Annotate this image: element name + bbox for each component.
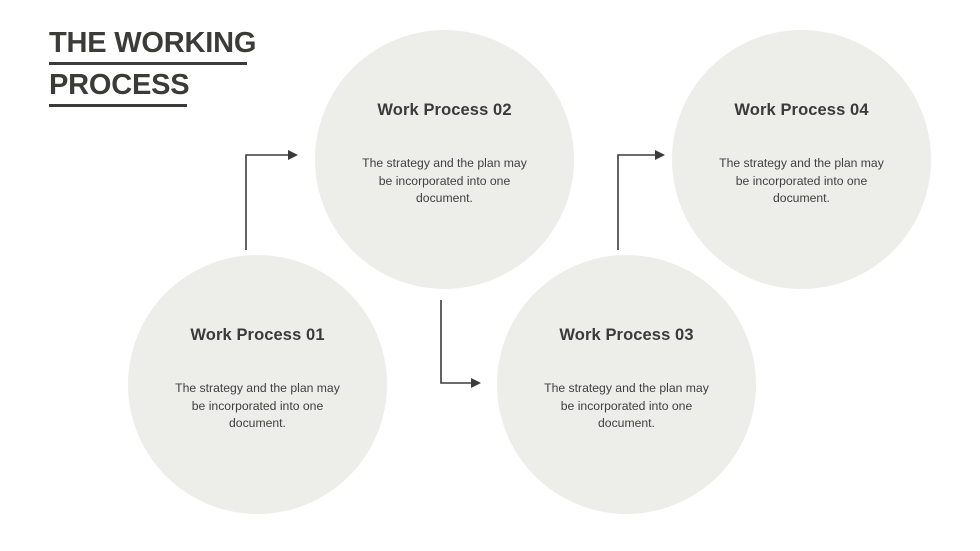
step-title-04: Work Process 04 <box>734 101 869 119</box>
step-title-03: Work Process 03 <box>559 326 694 344</box>
step-title-02: Work Process 02 <box>377 101 512 119</box>
step-title-wrap-01: Work Process 01 <box>128 325 387 345</box>
arrowhead-icon-01-to-02 <box>288 150 298 160</box>
step-title-wrap-03: Work Process 03 <box>497 325 756 345</box>
step-circle-work-process-01[interactable]: Work Process 01 The strategy and the pla… <box>128 255 387 514</box>
step-title-wrap-04: Work Process 04 <box>672 100 931 120</box>
step-body-03: The strategy and the plan may be incorpo… <box>544 381 709 430</box>
step-body-01: The strategy and the plan may be incorpo… <box>175 381 340 430</box>
page-title-line-1: THE WORKING <box>49 28 256 65</box>
step-body-wrap-03: The strategy and the plan may be incorpo… <box>497 380 756 433</box>
step-title-wrap-02: Work Process 02 <box>315 100 574 120</box>
step-title-01: Work Process 01 <box>190 326 325 344</box>
page-title: THE WORKING PROCESS <box>49 28 469 112</box>
arrowhead-icon-03-to-04 <box>655 150 665 160</box>
page-title-line-2: PROCESS <box>49 70 190 107</box>
connector-path-02-to-03 <box>440 300 471 384</box>
connector-path-01-to-02 <box>245 154 288 250</box>
step-circle-work-process-02[interactable]: Work Process 02 The strategy and the pla… <box>315 30 574 289</box>
step-circle-work-process-04[interactable]: Work Process 04 The strategy and the pla… <box>672 30 931 289</box>
arrowhead-icon-02-to-03 <box>471 378 481 388</box>
step-circle-work-process-03[interactable]: Work Process 03 The strategy and the pla… <box>497 255 756 514</box>
step-body-02: The strategy and the plan may be incorpo… <box>362 156 527 205</box>
connector-arrow-01-to-02 <box>245 150 298 250</box>
connector-path-03-to-04 <box>617 154 655 250</box>
connector-arrow-03-to-04 <box>617 150 665 250</box>
step-body-wrap-02: The strategy and the plan may be incorpo… <box>315 155 574 208</box>
connector-arrow-02-to-03 <box>440 300 481 388</box>
step-body-wrap-04: The strategy and the plan may be incorpo… <box>672 155 931 208</box>
step-body-wrap-01: The strategy and the plan may be incorpo… <box>128 380 387 433</box>
step-body-04: The strategy and the plan may be incorpo… <box>719 156 884 205</box>
